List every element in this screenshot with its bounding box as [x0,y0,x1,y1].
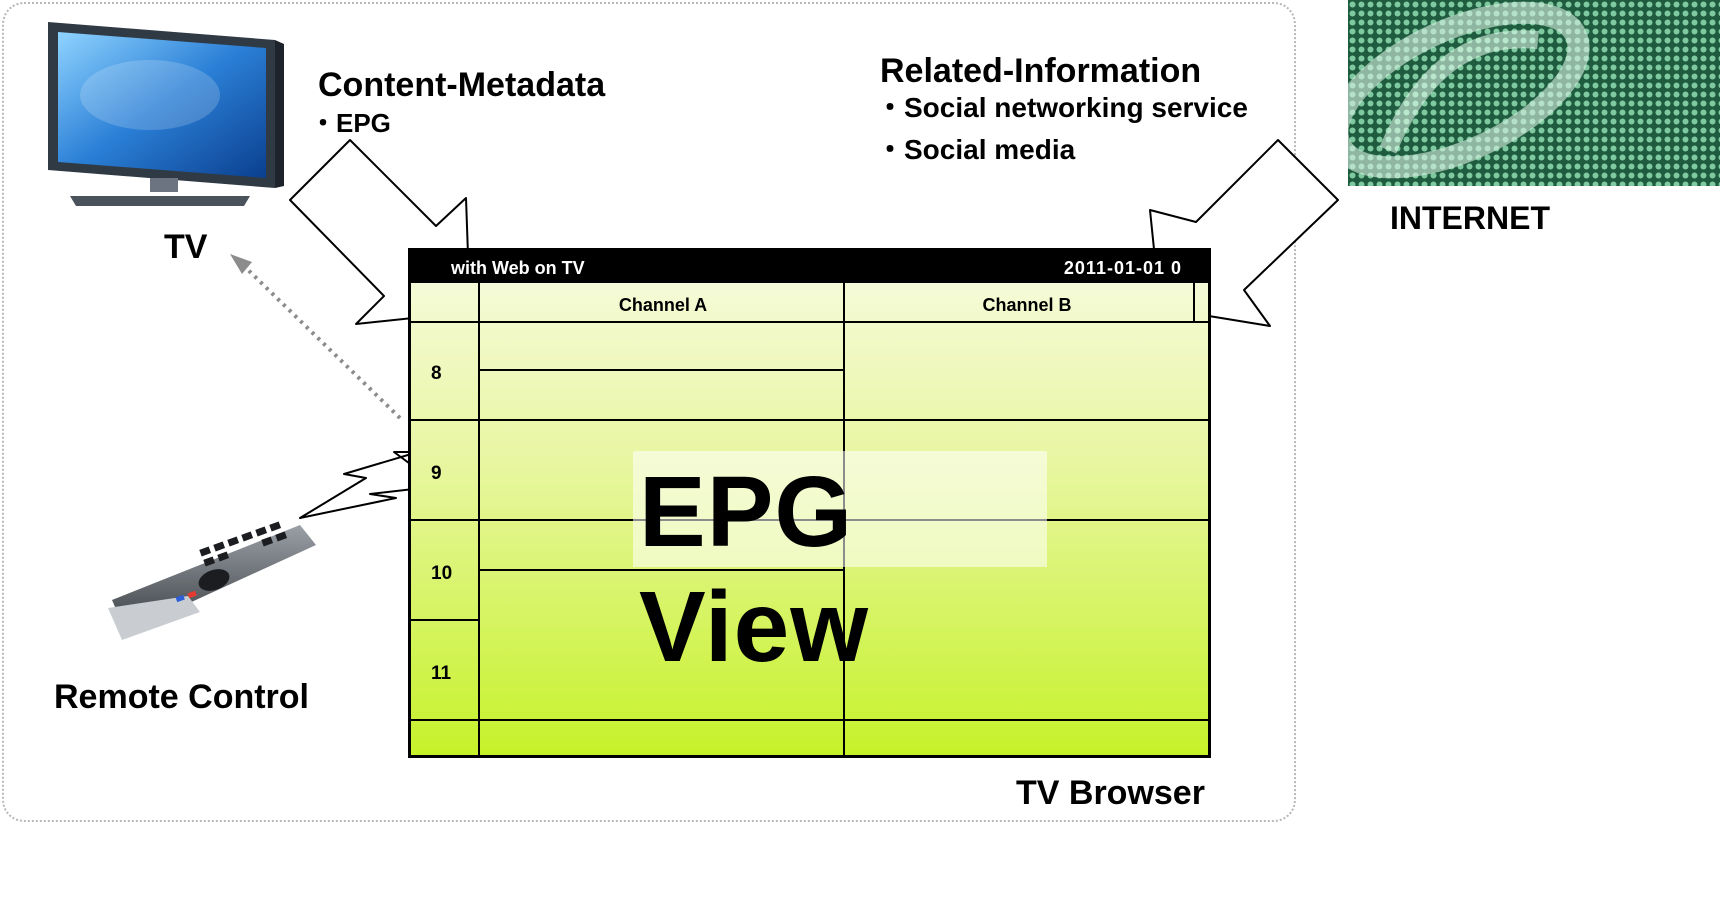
epg-clock: 2011-01-01 0 [1063,258,1182,278]
grid-line [411,619,479,621]
grid-line [411,321,1208,323]
grid-line [411,719,1208,721]
related-info-item: ・Social networking service [876,92,1248,123]
epg-title-bar: with Web on TV 2011-01-01 0 [411,251,1208,283]
related-info-item: ・Social media [876,134,1076,165]
internet-logo-icon [1348,0,1720,186]
channel-header[interactable]: Channel A [618,295,708,315]
remote-control-icon [108,521,316,640]
epg-view-title: EPG View [639,456,870,683]
wireless-signal-icon [299,451,441,519]
tv-label: TV [164,228,208,266]
infrared-signal-arrow [230,254,402,420]
epg-app-title: with Web on TV [451,258,585,278]
hour-label: 9 [431,463,442,484]
epg-view-overlay: EPG View [633,451,1047,683]
content-metadata-title: Content-Metadata [318,66,606,104]
remote-control-label: Remote Control [54,678,309,716]
epg-screen: with Web on TV 2011-01-01 0 Channel A Ch… [408,248,1211,758]
hour-label: 10 [431,563,453,584]
content-metadata-item: ・EPG [310,108,391,138]
channel-header[interactable]: Channel B [982,295,1072,315]
hour-label: 11 [431,663,452,684]
grid-line [411,419,1208,421]
grid-line [479,369,843,371]
tv-icon [48,22,284,206]
tv-browser-label: TV Browser [1016,774,1205,812]
hour-label: 8 [431,363,442,384]
related-info-title: Related-Information [880,52,1202,90]
internet-label: INTERNET [1390,200,1550,236]
grid-line [1193,283,1195,323]
grid-line [479,569,843,571]
